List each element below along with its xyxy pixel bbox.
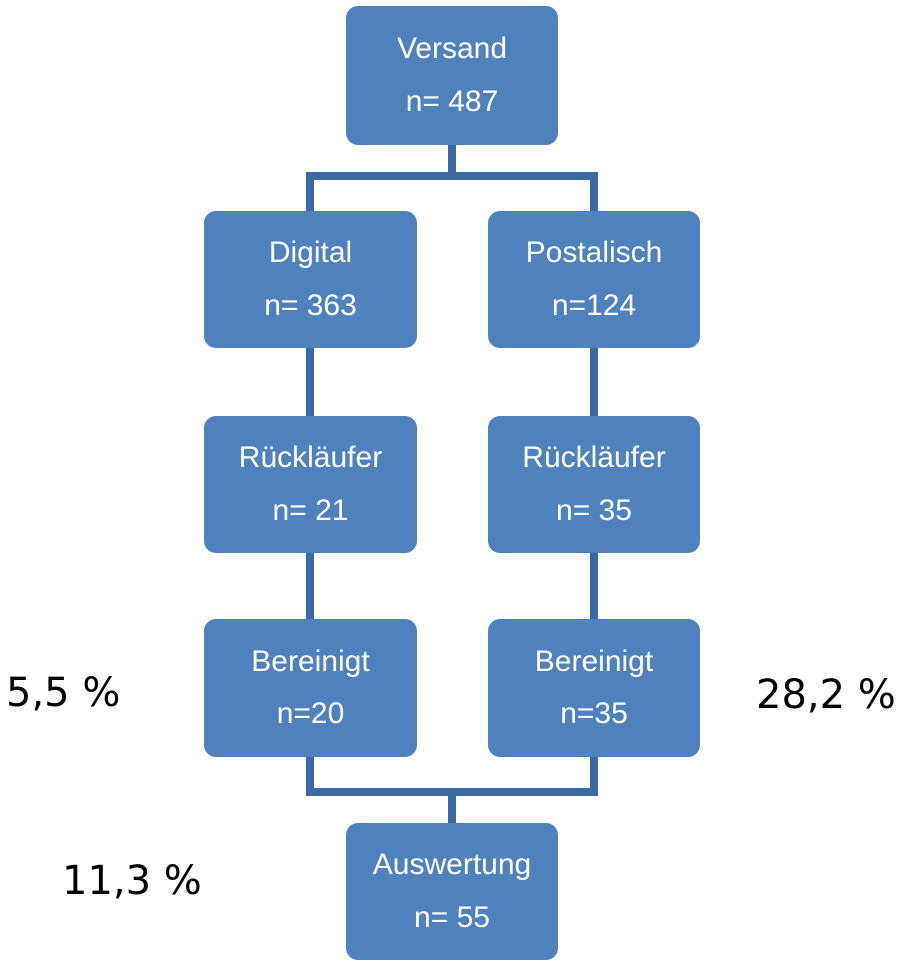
node-bereinigt-digital: Bereinigt n=20 [204, 619, 417, 757]
node-postalisch-label: Postalisch [525, 236, 663, 269]
node-ruecklaeufer-postalisch: Rückläufer n= 35 [488, 416, 700, 553]
node-ruecklaeufer-postalisch-count: n= 35 [556, 493, 632, 527]
node-versand: Versand n= 487 [346, 6, 558, 145]
node-versand-count: n= 487 [405, 84, 499, 118]
node-bereinigt-digital-count: n=20 [276, 697, 345, 730]
node-versand-label: Versand [396, 32, 508, 65]
percent-total: 11,3 % [62, 858, 202, 904]
percent-digital: 5,5 % [6, 670, 121, 716]
node-postalisch: Postalisch n=124 [488, 211, 700, 348]
node-digital: Digital n= 363 [204, 211, 417, 348]
percent-postal: 28,2 % [756, 672, 896, 718]
node-bereinigt-postalisch-label: Bereinigt [534, 644, 654, 678]
node-digital-count: n= 363 [264, 288, 357, 322]
node-auswertung: Auswertung n= 55 [346, 823, 558, 960]
node-digital-label: Digital [268, 236, 353, 269]
node-auswertung-label: Auswertung [372, 848, 532, 881]
node-ruecklaeufer-digital: Rückläufer n= 21 [204, 416, 417, 553]
node-ruecklaeufer-digital-label: Rückläufer [238, 441, 383, 474]
node-bereinigt-postalisch-count: n=35 [560, 697, 628, 730]
node-auswertung-count: n= 55 [414, 900, 490, 934]
node-bereinigt-digital-label: Bereinigt [251, 644, 370, 678]
node-ruecklaeufer-digital-count: n= 21 [272, 493, 349, 527]
node-ruecklaeufer-postalisch-label: Rückläufer [522, 441, 666, 474]
node-postalisch-count: n=124 [551, 288, 637, 322]
node-bereinigt-postalisch: Bereinigt n=35 [488, 619, 700, 757]
